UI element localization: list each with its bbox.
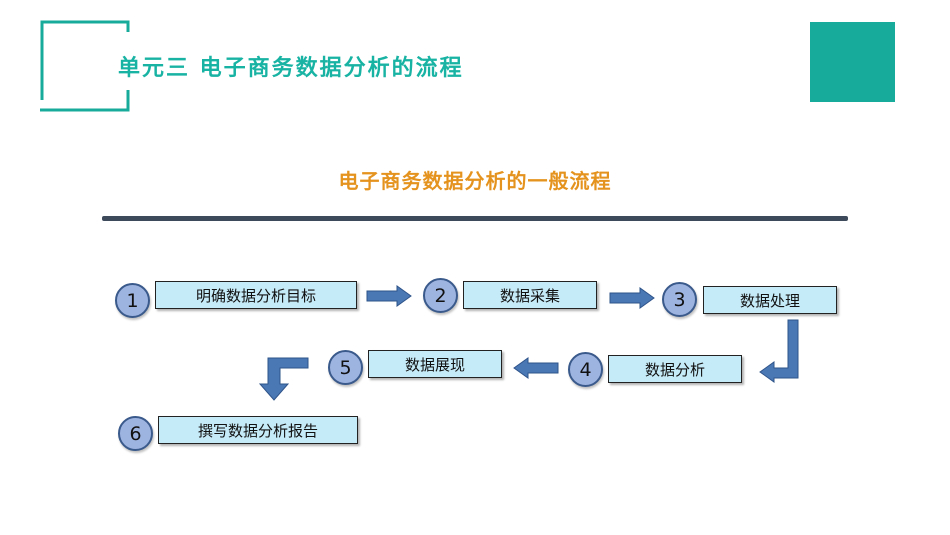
step-5-box: 数据展现 <box>368 350 502 378</box>
page-title: 单元三 电子商务数据分析的流程 <box>118 56 464 81</box>
step-4-number: 4 <box>568 352 603 387</box>
step-2-number: 2 <box>423 278 458 313</box>
right-arrow-icon <box>366 285 412 307</box>
step-3-number: 3 <box>662 282 697 317</box>
step-1-number: 1 <box>115 283 150 318</box>
step-1-box: 明确数据分析目标 <box>155 281 357 309</box>
step-4-box: 数据分析 <box>608 355 742 383</box>
step-6-box: 撰写数据分析报告 <box>158 416 358 444</box>
header-frame-decoration <box>40 20 130 112</box>
step-3-box: 数据处理 <box>703 286 837 314</box>
corner-accent-block <box>810 22 895 102</box>
left-arrow-icon <box>513 357 559 379</box>
down-arrow-icon <box>258 357 310 401</box>
step-5-number: 5 <box>328 350 363 385</box>
step-6-number: 6 <box>118 416 153 451</box>
down-left-arrow-icon <box>759 319 800 383</box>
divider-line <box>102 216 848 221</box>
section-subtitle: 电子商务数据分析的一般流程 <box>338 169 612 193</box>
step-2-box: 数据采集 <box>463 281 597 309</box>
right-arrow-icon <box>609 287 655 309</box>
